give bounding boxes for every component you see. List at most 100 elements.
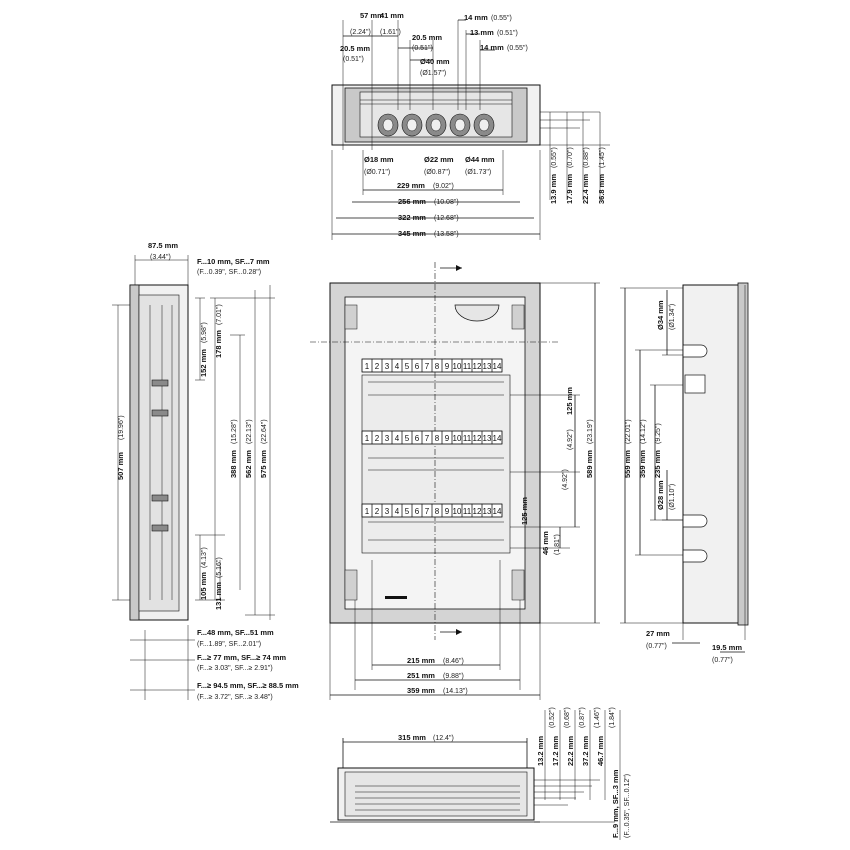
front-view-cable-entry (454, 304, 500, 322)
side-dim-f10-mm: F...10 mm, SF...7 mm (197, 257, 270, 266)
terminal-cell (491, 503, 503, 518)
terminal-number: 1 (365, 362, 370, 371)
top-depth-224-mm: 22.4 mm (581, 174, 590, 204)
top-dim-205b-inch: (0.51") (343, 56, 364, 63)
bottom-depth-172-mm: 17.2 mm (551, 736, 560, 766)
top-dim-229-mm: 229 mm (397, 181, 425, 190)
terminal-number: 12 (473, 362, 482, 371)
bottom-depth-172-inch: (0.68") (564, 707, 571, 728)
side-dim-875-mm: 87.5 mm (148, 241, 178, 250)
terminal-number: 11 (463, 434, 472, 443)
side-dim-131-inch: (5.16") (216, 557, 223, 578)
terminal-number: 12 (473, 507, 482, 516)
top-dim-205a-mm: 20.5 mm (412, 33, 442, 42)
side-dim-507-inch: (19.96") (118, 415, 125, 440)
side-bottom-f945-inch: (F...≥ 3.72", SF...≥ 3.48") (197, 694, 273, 701)
side-dim-575-inch: (22.64") (261, 419, 268, 444)
right-dim-359-inch: (14.12") (640, 419, 647, 444)
side-dim-152-mm: 152 mm (199, 349, 208, 377)
knockout-holes (377, 113, 495, 137)
top-dim-205a-inch: (0.51") (412, 45, 433, 52)
side-dim-388-mm: 388 mm (229, 450, 238, 478)
side-bottom-f945-mm: F...≥ 94.5 mm, SF...≥ 88.5 mm (197, 681, 299, 690)
front-dim-359-mm: 359 mm (407, 686, 435, 695)
top-dim-345-mm: 345 mm (398, 229, 426, 238)
side-bottom-f48-mm: F...48 mm, SF...51 mm (197, 628, 274, 637)
right-dim-195-mm: 19.5 mm (712, 643, 742, 652)
front-dim-359-inch: (14.13") (443, 688, 468, 695)
side-dim-562-inch: (22.13") (246, 419, 253, 444)
side-view-front-frame (129, 284, 140, 621)
bottom-depth-f9-mm: F...9 mm, SF...3 mm (611, 769, 620, 838)
top-dim-256-inch: (10.08") (434, 199, 459, 206)
terminal-number: 10 (453, 362, 462, 371)
terminal-number: 11 (463, 362, 472, 371)
terminal-number: 6 (415, 507, 420, 516)
bottom-dim-315-mm: 315 mm (398, 733, 426, 742)
top-dim-13-mm: 13 mm (470, 28, 494, 37)
terminal-number: 8 (435, 434, 440, 443)
top-dim-14b-mm: 14 mm (480, 43, 504, 52)
top-depth-139-inch: (0.55") (551, 147, 558, 168)
front-dim-125a-mm: 125 mm (565, 387, 574, 415)
bottom-depth-372-mm: 37.2 mm (581, 736, 590, 766)
right-dim-559-mm: 559 mm (623, 450, 632, 478)
terminal-number: 5 (405, 362, 410, 371)
right-dim-559-inch: (22.01") (625, 419, 632, 444)
terminal-number: 14 (493, 434, 502, 443)
top-depth-368-inch: (1.45") (599, 147, 606, 168)
terminal-number: 3 (385, 434, 390, 443)
front-dim-125b-inch: (4.92") (562, 469, 569, 490)
terminal-number: 9 (445, 362, 450, 371)
terminal-number: 3 (385, 362, 390, 371)
top-dim-205b-mm: 20.5 mm (340, 44, 370, 53)
top-depth-179-inch: (0.70") (567, 147, 574, 168)
top-dim-256-mm: 256 mm (398, 197, 426, 206)
terminal-number: 13 (483, 434, 492, 443)
top-dim-d18-inch: (Ø0.71") (364, 169, 390, 176)
front-dim-215-mm: 215 mm (407, 656, 435, 665)
bottom-depth-222-mm: 22.2 mm (566, 736, 575, 766)
side-dim-152-inch: (5.98") (201, 322, 208, 343)
top-dim-322-mm: 322 mm (398, 213, 426, 222)
terminal-number: 5 (405, 434, 410, 443)
right-dim-359-mm: 359 mm (638, 450, 647, 478)
front-dim-46-inch: (1.81") (554, 534, 561, 555)
top-dim-d22-inch: (Ø0.87") (424, 169, 450, 176)
terminal-number: 2 (375, 434, 380, 443)
terminal-number: 8 (435, 507, 440, 516)
bottom-depth-222-inch: (0.87") (579, 707, 586, 728)
top-dim-d22-mm: Ø22 mm (424, 155, 454, 164)
front-dim-589-mm: 589 mm (585, 450, 594, 478)
side-bottom-f77-mm: F...≥ 77 mm, SF...≥ 74 mm (197, 653, 286, 662)
top-dim-d44-mm: Ø44 mm (465, 155, 495, 164)
top-dim-13-inch: (0.51") (497, 30, 518, 37)
side-dim-f10-inch: (F...0.39", SF...0.28") (197, 269, 261, 276)
front-dim-46-mm: 46 mm (541, 531, 550, 555)
side-dim-131-mm: 131 mm (214, 582, 223, 610)
terminal-number: 7 (425, 362, 430, 371)
right-view-body (682, 284, 746, 624)
terminal-number: 6 (415, 362, 420, 371)
side-dim-875-inch: (3.44") (150, 254, 171, 261)
top-dim-57-inch: (2.24") (350, 29, 371, 36)
top-dim-57-mm: 57 mm (360, 11, 384, 20)
side-dim-575-mm: 575 mm (259, 450, 268, 478)
top-dim-41-mm: 41 mm (380, 11, 404, 20)
side-bottom-f77-inch: (F...≥ 3.03", SF...≥ 2.91") (197, 665, 273, 672)
terminal-cell (491, 358, 503, 373)
right-dim-195-inch: (0.77") (712, 657, 733, 664)
side-dim-507-mm: 507 mm (116, 452, 125, 480)
side-dim-178-mm: 178 mm (214, 330, 223, 358)
terminal-number: 13 (483, 362, 492, 371)
terminal-number: 9 (445, 507, 450, 516)
right-dim-27-mm: 27 mm (646, 629, 670, 638)
top-dim-345-inch: (13.58") (434, 231, 459, 238)
right-dim-235-mm: 235 mm (653, 450, 662, 478)
terminal-number: 2 (375, 507, 380, 516)
